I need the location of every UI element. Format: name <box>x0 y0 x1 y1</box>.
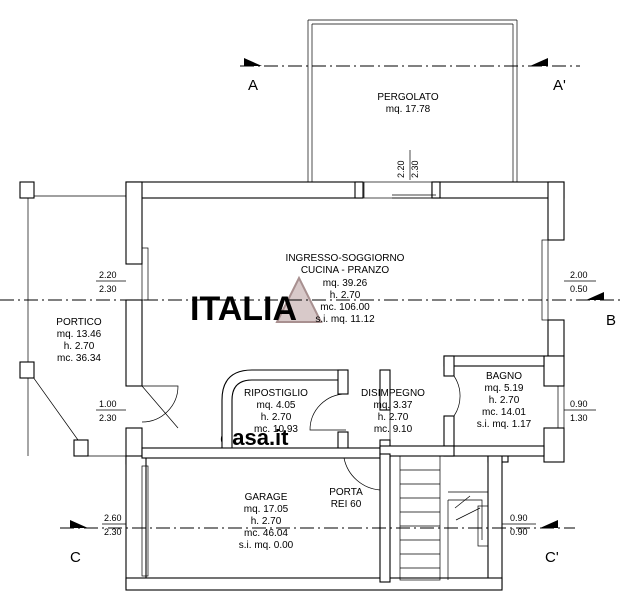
section-a-left: A <box>248 77 258 94</box>
portico-outline <box>19 181 126 457</box>
opening-height: 0.90 <box>510 527 528 537</box>
room-soggiorno: INGRESSO-SOGGIORNO CUCINA - PRANZO mq. 3… <box>286 253 405 325</box>
opening-left-upper: 2.20 2.30 <box>96 270 126 294</box>
portico-column-top <box>19 181 35 199</box>
staircase <box>399 455 488 581</box>
room-area: mq. 17.05 <box>244 504 289 515</box>
opening-top-center: 2.20 2.30 <box>396 150 420 180</box>
svg-text:ITALIA: ITALIA <box>190 290 297 328</box>
room-si: s.i. mq. 1.17 <box>477 419 532 430</box>
room-si: s.i. mq. 0.00 <box>239 540 294 551</box>
room-name: PORTICO <box>56 317 102 328</box>
room-height: h. 2.70 <box>261 412 292 423</box>
room-area: mq. 5.19 <box>485 383 524 394</box>
interior-walls <box>141 355 545 583</box>
section-a-right: A' <box>553 77 566 94</box>
room-name: PERGOLATO <box>377 92 439 103</box>
room-area: mq. 13.46 <box>57 329 102 340</box>
section-b-right: B <box>606 312 616 329</box>
portico-column-mid <box>19 361 35 379</box>
room-name: GARAGE <box>245 492 288 503</box>
section-c-right: C' <box>545 549 559 566</box>
room-portico: PORTICO mq. 13.46 h. 2.70 mc. 36.34 <box>56 317 102 364</box>
opening-right-upper: 2.00 0.50 <box>564 270 596 294</box>
room-volume: mc. 10.93 <box>254 424 298 435</box>
section-lines <box>0 58 623 529</box>
room-name: DISIMPEGNO <box>361 388 425 399</box>
opening-right-stairs: 0.90 0.90 <box>502 513 536 537</box>
room-ripostiglio: RIPOSTIGLIO mq. 4.05 h. 2.70 mc. 10.93 <box>244 388 308 435</box>
windows <box>141 181 565 577</box>
room-garage: GARAGE mq. 17.05 h. 2.70 mc. 46.04 s.i. … <box>239 492 294 551</box>
opening-height: 2.30 <box>104 527 122 537</box>
room-volume: mc. 36.34 <box>57 353 101 364</box>
opening-left-garage: 2.60 2.30 <box>102 513 126 537</box>
room-height: h. 2.70 <box>378 412 409 423</box>
room-bagno: BAGNO mq. 5.19 h. 2.70 mc. 14.01 s.i. mq… <box>477 371 532 430</box>
opening-height: 1.30 <box>570 413 588 423</box>
opening-width: 0.90 <box>510 513 528 523</box>
opening-width: 2.60 <box>104 513 122 523</box>
room-area: mq. 3.37 <box>374 400 413 411</box>
room-volume: mc. 14.01 <box>482 407 526 418</box>
opening-width: 0.90 <box>570 399 588 409</box>
room-name: INGRESSO-SOGGIORNO <box>286 253 405 264</box>
opening-height: 2.30 <box>99 284 117 294</box>
opening-width: 2.20 <box>396 160 406 178</box>
room-height: h. 2.70 <box>330 290 361 301</box>
opening-width: 2.00 <box>570 270 588 280</box>
opening-height: 2.30 <box>99 413 117 423</box>
portico-column-bottom <box>73 439 89 457</box>
room-area: mq. 17.78 <box>386 104 431 115</box>
room-height: h. 2.70 <box>251 516 282 527</box>
pergola-outline <box>307 19 518 182</box>
door-label-line2: REI 60 <box>331 499 362 510</box>
room-volume: mc. 106.00 <box>320 302 370 313</box>
opening-width: 1.00 <box>99 399 117 409</box>
opening-left-door: 1.00 2.30 <box>96 399 126 423</box>
opening-height: 2.30 <box>410 160 420 178</box>
room-disimpegno: DISIMPEGNO mq. 3.37 h. 2.70 mc. 9.10 <box>361 388 425 435</box>
room-height: h. 2.70 <box>489 395 520 406</box>
room-volume: mc. 9.10 <box>374 424 413 435</box>
room-height: h. 2.70 <box>64 341 95 352</box>
room-area: mq. 4.05 <box>257 400 296 411</box>
opening-width: 2.20 <box>99 270 117 280</box>
opening-right-bagno: 0.90 1.30 <box>564 399 596 423</box>
door-label: PORTA REI 60 <box>329 487 363 510</box>
doors <box>141 375 461 492</box>
exterior-walls <box>125 181 565 591</box>
room-si: s.i. mq. 11.12 <box>315 314 375 325</box>
door-label-line1: PORTA <box>329 487 363 498</box>
room-volume: mc. 46.04 <box>244 528 288 539</box>
room-name: RIPOSTIGLIO <box>244 388 308 399</box>
room-pergolato: PERGOLATO mq. 17.78 <box>377 92 439 115</box>
room-name-2: CUCINA - PRANZO <box>301 265 390 276</box>
room-name: BAGNO <box>486 371 522 382</box>
opening-height: 0.50 <box>570 284 588 294</box>
section-c-left: C <box>70 549 81 566</box>
room-area: mq. 39.26 <box>323 278 368 289</box>
